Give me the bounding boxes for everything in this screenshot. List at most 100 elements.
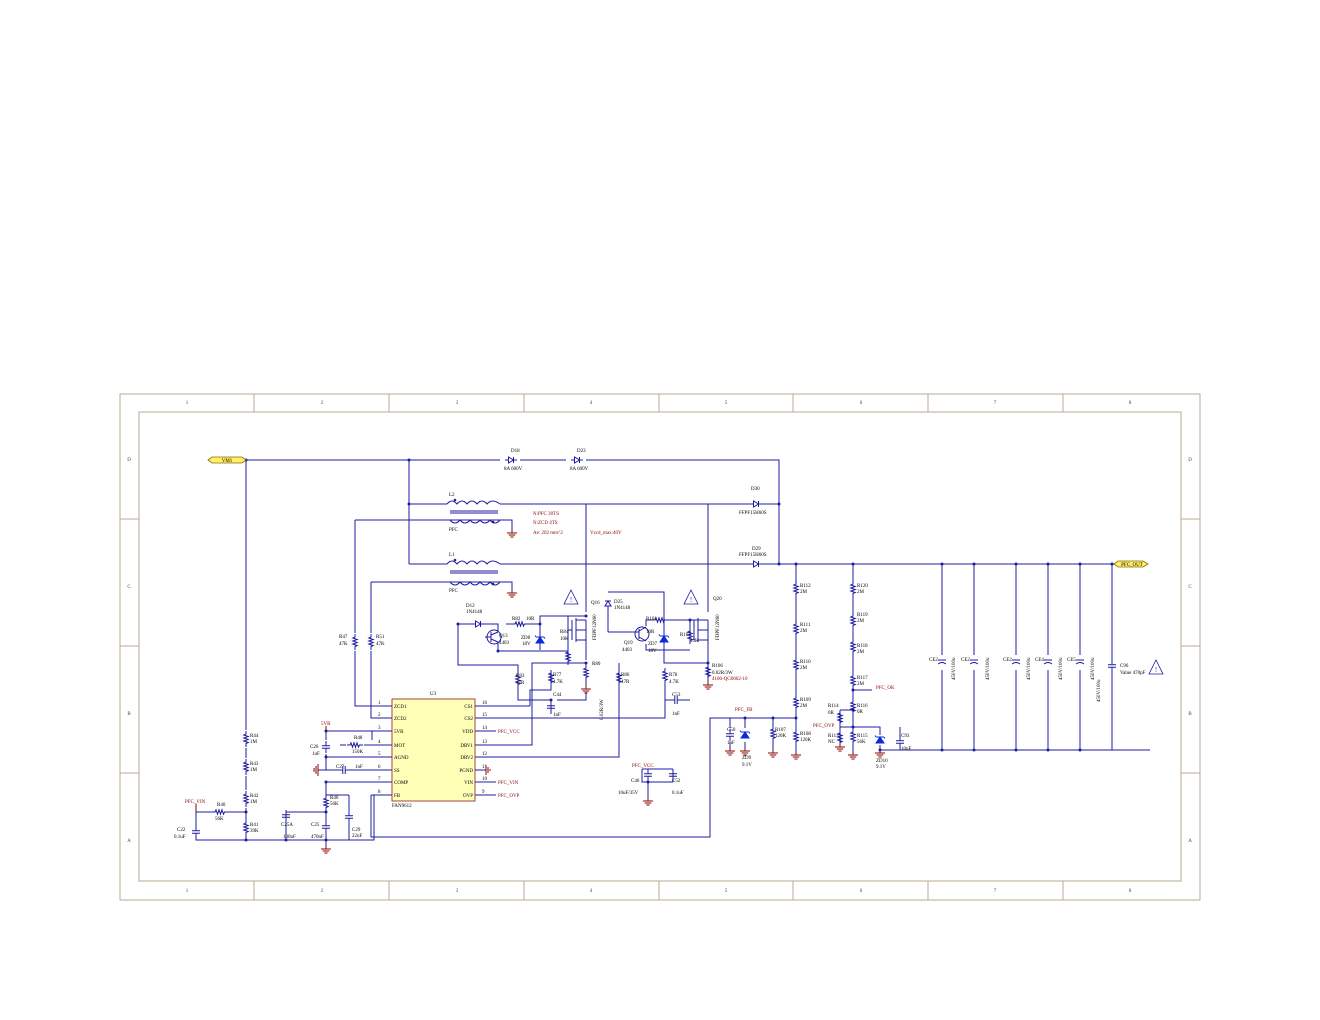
- svg-text:FFPF15H60S: FFPF15H60S: [739, 553, 767, 558]
- warning-icon: !: [683, 589, 699, 605]
- svg-text:R108: R108: [800, 732, 811, 737]
- svg-text:18V: 18V: [522, 642, 531, 647]
- svg-text:R114: R114: [828, 704, 839, 709]
- svg-text:0R: 0R: [857, 710, 864, 715]
- warning-icon: !: [563, 589, 579, 605]
- svg-text:R86: R86: [621, 673, 630, 678]
- svg-text:C44: C44: [553, 693, 562, 698]
- svg-text:8A 600V: 8A 600V: [570, 467, 589, 472]
- svg-text:120K: 120K: [775, 734, 787, 739]
- svg-text:R101: R101: [646, 617, 657, 622]
- svg-text:!: !: [1155, 666, 1157, 674]
- svg-text:4403: 4403: [622, 648, 633, 653]
- diode-d29: D29 FFPF15H60S: [739, 547, 767, 568]
- col-label: 1: [186, 401, 189, 406]
- frame-column-labels-top: 1 2 3 4 5 6 7 8: [186, 401, 1132, 406]
- col-label: 4: [590, 401, 593, 406]
- bulk-capacitor: CE4 450V/100u: [1035, 657, 1064, 680]
- warning-icon: !: [1148, 659, 1164, 675]
- svg-text:R120: R120: [857, 584, 868, 589]
- svg-text:C29: C29: [352, 828, 361, 833]
- svg-text:C25: C25: [311, 823, 320, 828]
- ground-symbols: [313, 681, 886, 854]
- svg-text:C96: C96: [1120, 664, 1129, 669]
- svg-text:R84: R84: [560, 630, 569, 635]
- svg-text:C27: C27: [336, 765, 345, 770]
- ic-pin-num: 9: [482, 790, 485, 795]
- svg-text:NC: NC: [828, 740, 836, 745]
- svg-text:ZD7: ZD7: [648, 642, 658, 647]
- mosfet-q16: Q16 FDPF12N60: [568, 601, 600, 642]
- ic-pin-name: VIN: [464, 781, 473, 786]
- frame-row-labels-right: D C B A: [1188, 458, 1192, 844]
- svg-text:R40: R40: [217, 803, 226, 808]
- svg-text:450V/100u: 450V/100u: [952, 657, 957, 680]
- ic-pin-name: COMP: [394, 781, 408, 786]
- svg-text:39K: 39K: [250, 829, 259, 834]
- ic-pin-num: 3: [378, 726, 381, 731]
- svg-text:R107: R107: [775, 728, 786, 733]
- svg-text:470nF: 470nF: [311, 835, 324, 840]
- svg-text:R103: R103: [680, 633, 691, 638]
- svg-text:450V/100u: 450V/100u: [1059, 657, 1064, 680]
- svg-text:PFC_OUT: PFC_OUT: [1121, 563, 1143, 568]
- svg-text:FDPF12N60: FDPF12N60: [716, 614, 721, 640]
- ic-pin-num: 6: [378, 765, 381, 770]
- ic-pin-name: OVP: [463, 794, 473, 799]
- svg-text:0R: 0R: [828, 711, 835, 716]
- ic-pin-num: 8: [378, 790, 381, 795]
- row-label: D: [1188, 458, 1192, 463]
- net-pfc-ok: PFC_OK: [876, 686, 895, 691]
- bulk-capacitor: CE2 450V/100u: [961, 657, 991, 680]
- ic-pin-name: MOT: [394, 744, 405, 749]
- ic-pin-num: 12: [482, 752, 488, 757]
- svg-text:D12: D12: [466, 604, 475, 609]
- col-label: 6: [860, 889, 863, 894]
- svg-text:4.7K: 4.7K: [669, 680, 679, 685]
- diode-d30: D30 FFPF15H60S: [739, 487, 767, 516]
- svg-text:4403: 4403: [499, 641, 510, 646]
- net-pfc-vcc-2: PFC_VCC: [632, 764, 654, 769]
- svg-text:450V/100u: 450V/100u: [1027, 657, 1032, 680]
- svg-text:ZD9: ZD9: [742, 756, 752, 761]
- svg-text:450V/100u: 450V/100u: [986, 657, 991, 680]
- col-label: 2: [321, 401, 324, 406]
- col-label: 3: [456, 889, 459, 894]
- svg-text:0.02R/3W: 0.02R/3W: [712, 671, 733, 676]
- bjt-q19: Q19 4403: [622, 626, 650, 653]
- svg-text:CE4: CE4: [1035, 658, 1044, 663]
- col-label: 4: [590, 889, 593, 894]
- col-label: 7: [994, 889, 997, 894]
- svg-text:2M: 2M: [857, 619, 865, 624]
- col-label: 6: [860, 401, 863, 406]
- svg-text:L1: L1: [449, 553, 455, 558]
- svg-text:100nF: 100nF: [283, 835, 296, 840]
- svg-text:PFC: PFC: [449, 589, 459, 594]
- wires: [195, 459, 1150, 846]
- ic-pin-name: CS2: [464, 717, 473, 722]
- col-label: 3: [456, 401, 459, 406]
- svg-text:CE2: CE2: [1003, 658, 1012, 663]
- svg-text:R117: R117: [857, 676, 868, 681]
- ic-pin-name: CS1: [464, 705, 473, 710]
- svg-text:R83: R83: [516, 674, 525, 679]
- svg-text:56K: 56K: [215, 817, 224, 822]
- svg-text:8A 600V: 8A 600V: [504, 467, 523, 472]
- svg-text:450V/100u: 450V/100u: [1091, 657, 1096, 680]
- net-pfc-vin-right: PFC_VIN: [498, 781, 519, 786]
- svg-text:47R: 47R: [516, 681, 525, 686]
